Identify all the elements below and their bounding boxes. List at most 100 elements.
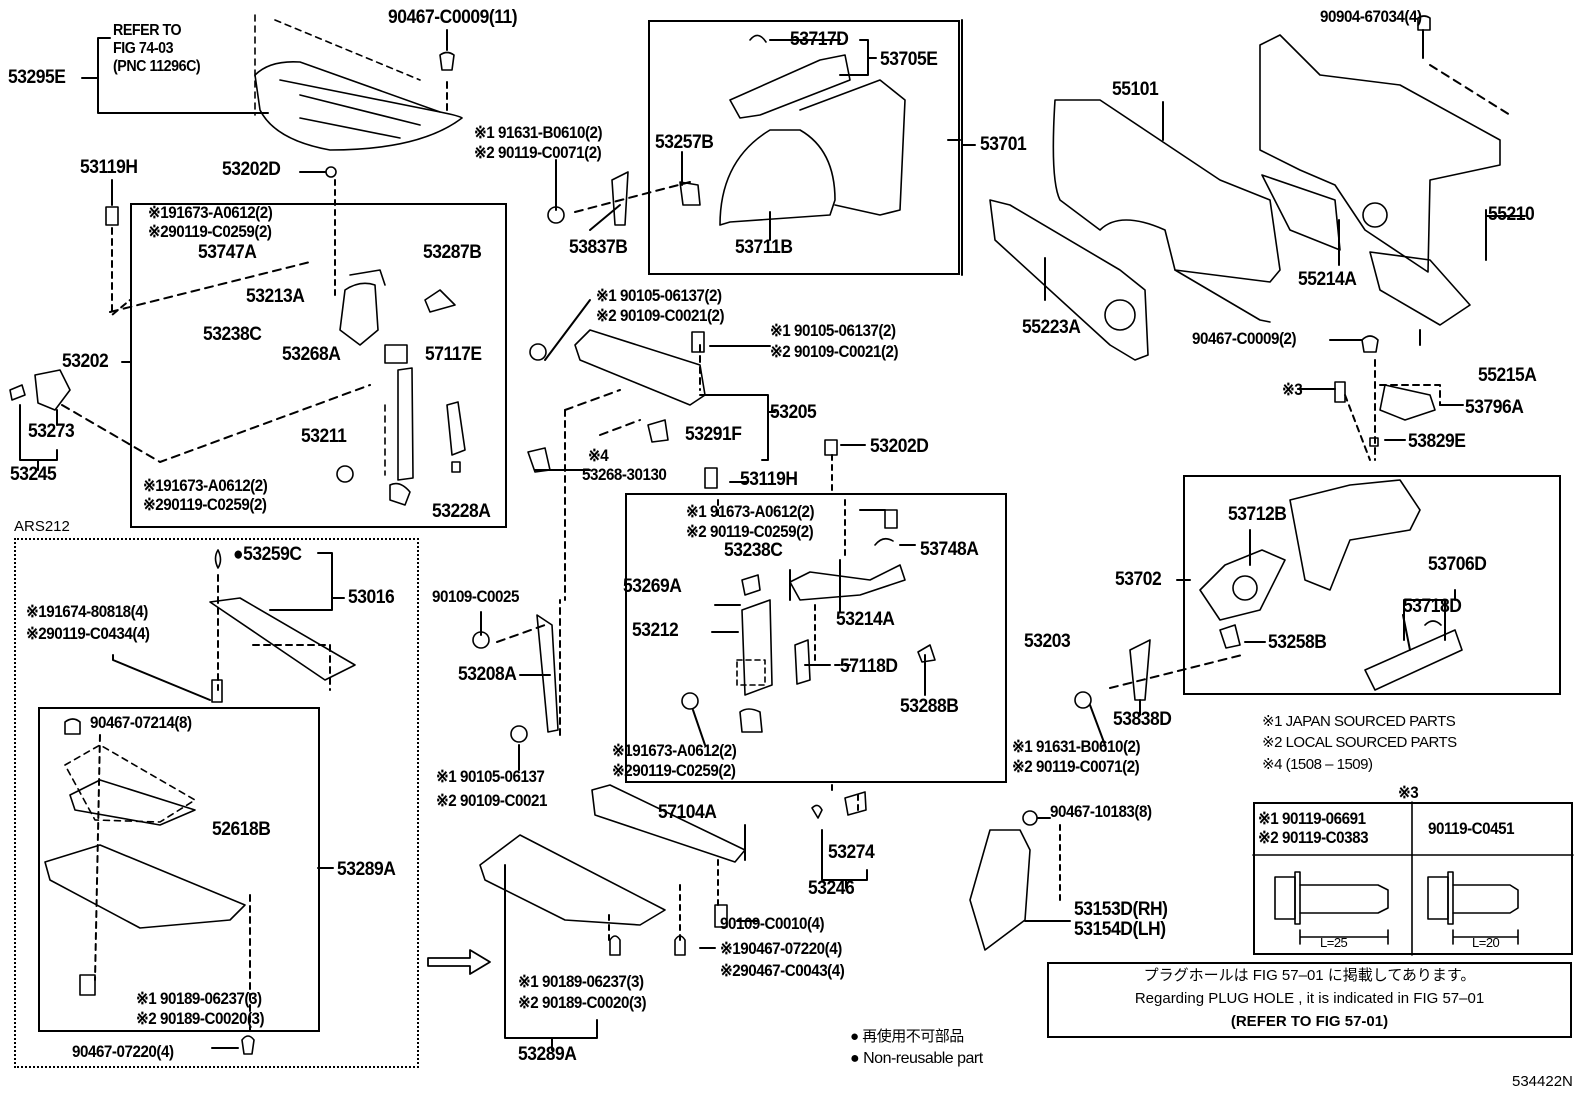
part-callout-53748a: 53748A xyxy=(920,539,979,560)
part-callout-53829e: 53829E xyxy=(1408,431,1466,452)
part-callout-53706d: 53706D xyxy=(1428,554,1487,575)
part-callout-k2-90189-c0020-a: ※2 90189-C0020(3) xyxy=(136,1010,265,1028)
part-callout-53711b: 53711B xyxy=(735,237,793,258)
bolt-table-title: ※3 xyxy=(1398,784,1419,802)
part-callout-53119h-a: 53119H xyxy=(80,157,138,178)
part-callout-90109-c0025: 90109-C0025 xyxy=(432,588,519,606)
part-callout-k1-91673-a0612-c: ※1 91673-A0612(2) xyxy=(686,503,815,521)
part-callout-53257b: 53257B xyxy=(655,132,714,153)
part-callout-53202d-a: 53202D xyxy=(222,159,281,180)
part-callout-53702: 53702 xyxy=(1115,569,1162,590)
bolt-table-col1-line2: ※2 90119-C0383 xyxy=(1258,829,1369,847)
legend-mark2: ※2 LOCAL SOURCED PARTS xyxy=(1262,734,1457,751)
part-callout-53287b: 53287B xyxy=(423,242,482,263)
part-callout-53213a: 53213A xyxy=(246,286,305,307)
group-box-53701 xyxy=(648,20,960,275)
part-callout-53838d: 53838D xyxy=(1113,709,1172,730)
part-callout-53717d: 53717D xyxy=(790,29,849,50)
part-callout-57118d: 57118D xyxy=(840,656,898,677)
part-callout-53289a-b: 53289A xyxy=(518,1044,577,1065)
figure-id: 534422N xyxy=(1512,1073,1573,1090)
part-callout-90109-c0010: 90109-C0010(4) xyxy=(720,915,825,933)
part-callout-90467-c0009-11: 90467-C0009(11) xyxy=(388,7,518,28)
part-callout-53119h-b: 53119H xyxy=(740,469,798,490)
nonreusable-legend-jp: ● 再使用不可部品 xyxy=(850,1027,964,1047)
part-callout-k2-90189-c0020-b: ※2 90189-C0020(3) xyxy=(518,994,647,1012)
part-callout-53837b: 53837B xyxy=(569,237,628,258)
part-callout-55215a: 55215A xyxy=(1478,365,1537,386)
part-callout-k4: ※4 xyxy=(588,447,609,465)
bolt-table-col2: 90119-C0451 xyxy=(1428,820,1515,838)
part-callout-53238c-b: 53238C xyxy=(724,540,783,561)
group-box-53202 xyxy=(130,203,507,528)
part-callout-53295e: 53295E xyxy=(8,67,66,88)
part-callout-k1-91631-b0610-a: ※1 91631-B0610(2) xyxy=(474,124,603,142)
legend-mark1: ※1 JAPAN SOURCED PARTS xyxy=(1262,713,1456,730)
part-callout-55214a: 55214A xyxy=(1298,269,1357,290)
group-box-53203 xyxy=(625,493,1007,783)
part-callout-k2-90467-c0043: ※290467-C0043(4) xyxy=(720,962,845,980)
part-callout-90467-c0009-2: 90467-C0009(2) xyxy=(1192,330,1297,348)
part-callout-53269a: 53269A xyxy=(623,576,682,597)
part-callout-53273: 53273 xyxy=(28,421,75,442)
part-callout-53712b: 53712B xyxy=(1228,504,1287,525)
nonreusable-dot-icon: ● xyxy=(850,1028,859,1045)
group-box-53289a xyxy=(38,707,320,1032)
refer-note-line: REFER TO xyxy=(113,22,182,39)
part-callout-90467-07214: 90467-07214(8) xyxy=(90,714,192,732)
nonreusable-label-jp: 再使用不可部品 xyxy=(862,1028,964,1045)
part-callout-57104a: 57104A xyxy=(658,802,717,823)
plug-hole-note-jp: プラグホールは FIG 57–01 に掲載してあります。 xyxy=(1143,967,1476,984)
part-callout-52618b: 52618B xyxy=(212,819,271,840)
part-callout-53291f: 53291F xyxy=(685,424,742,445)
bolt-table xyxy=(1253,802,1573,955)
part-callout-53288b: 53288B xyxy=(900,696,959,717)
plug-hole-note-en: Regarding PLUG HOLE , it is indicated in… xyxy=(1134,990,1485,1007)
bolt-length-2: L=20 xyxy=(1472,935,1500,950)
part-callout-k1-90105-06137-a: ※1 90105-06137(2) xyxy=(596,287,722,305)
part-callout-53153d: 53153D(RH) xyxy=(1074,899,1168,920)
part-callout-k1-90467-07220: ※190467-07220(4) xyxy=(720,940,842,958)
bolt-table-drawings xyxy=(1252,801,1574,956)
part-callout-k2-90109-c0021-a: ※2 90109-C0021(2) xyxy=(596,307,725,325)
refer-note: REFER TO FIG 74-03 (PNC 11296C) xyxy=(113,22,201,76)
part-callout-k1-90105-06137-c: ※1 90105-06137 xyxy=(436,768,545,786)
part-callout-53268a: 53268A xyxy=(282,344,341,365)
part-callout-k1-91631-b0610-b: ※1 91631-B0610(2) xyxy=(1012,738,1141,756)
part-callout-57117e: 57117E xyxy=(425,344,482,365)
bolt-length-1: L=25 xyxy=(1320,935,1348,950)
part-callout-k1-91673-a0612-a: ※191673-A0612(2) xyxy=(148,204,273,222)
part-callout-53154d: 53154D(LH) xyxy=(1074,919,1166,940)
part-callout-53747a: 53747A xyxy=(198,242,257,263)
part-callout-53238c-a: 53238C xyxy=(203,324,262,345)
part-callout-k2-90119-c0259-d: ※290119-C0259(2) xyxy=(612,762,736,780)
part-callout-k2-90109-c0021-b: ※2 90109-C0021(2) xyxy=(770,343,899,361)
part-callout-90467-07220-a: 90467-07220(4) xyxy=(72,1043,174,1061)
plug-hole-note-box: プラグホールは FIG 57–01 に掲載してあります。 Regarding P… xyxy=(1047,962,1572,1038)
nonreusable-label-en: Non-reusable part xyxy=(863,1050,983,1067)
part-callout-k1-91673-a0612-b: ※191673-A0612(2) xyxy=(143,477,268,495)
part-callout-k2-90119-c0071-b: ※2 90119-C0071(2) xyxy=(1012,758,1140,776)
part-callout-53203: 53203 xyxy=(1024,631,1071,652)
part-callout-k3: ※3 xyxy=(1282,381,1303,399)
part-callout-53289a-a: 53289A xyxy=(337,859,396,880)
part-callout-53202d-b: 53202D xyxy=(870,436,929,457)
part-shapes xyxy=(9,14,1501,1055)
part-callout-53214a: 53214A xyxy=(836,609,895,630)
plug-hole-note-ref: (REFER TO FIG 57-01) xyxy=(1230,1013,1389,1030)
part-callout-90904-67034: 90904-67034(4) xyxy=(1320,8,1422,26)
part-callout-53208a: 53208A xyxy=(458,664,517,685)
part-callout-53211: 53211 xyxy=(301,426,347,447)
part-callout-k2-90109-c0021-c: ※2 90109-C0021 xyxy=(436,792,547,810)
part-callout-k1-91673-a0612-d: ※191673-A0612(2) xyxy=(612,742,737,760)
part-callout-k2-90119-c0259-a: ※290119-C0259(2) xyxy=(148,223,272,241)
refer-note-line: FIG 74-03 xyxy=(113,40,174,57)
part-callout-53246: 53246 xyxy=(808,878,855,899)
bolt-table-col1-line1: ※1 90119-06691 xyxy=(1258,810,1366,828)
part-callout-53228a: 53228A xyxy=(432,501,491,522)
nonreusable-legend-en: ● Non-reusable part xyxy=(850,1049,983,1069)
part-callout-53202: 53202 xyxy=(62,351,109,372)
part-callout-53016: 53016 xyxy=(348,587,395,608)
part-callout-k1-90105-06137-b: ※1 90105-06137(2) xyxy=(770,322,896,340)
part-callout-k1-91674-80818: ※191674-80818(4) xyxy=(26,603,148,621)
